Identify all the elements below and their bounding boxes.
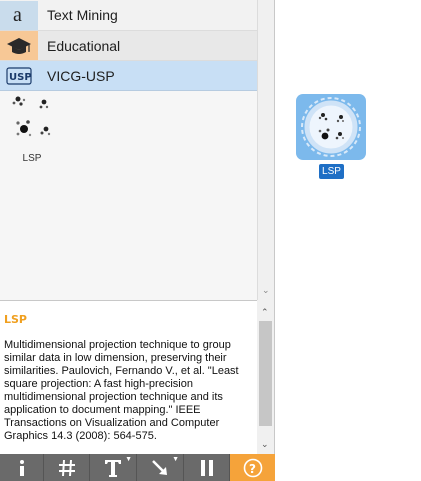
category-label: Text Mining: [47, 7, 118, 23]
arrow-icon: [152, 459, 167, 475]
category-label: VICG-USP: [47, 67, 115, 84]
pause-button[interactable]: [184, 454, 230, 481]
caret-down-icon: ▼: [172, 456, 179, 463]
widget-catalog-panel: a Text Mining Educational USP VICG-USP: [0, 0, 275, 481]
widget-list: LSP: [0, 91, 257, 300]
bottom-toolbar: ▼ ▼ ?: [0, 454, 275, 481]
chevron-up-icon[interactable]: ⌃: [261, 307, 269, 317]
usp-logo-icon: USP: [0, 61, 38, 90]
category-vicg-usp[interactable]: USP VICG-USP: [0, 61, 257, 91]
description-title: LSP: [4, 313, 27, 326]
chevron-down-icon[interactable]: ⌄: [262, 285, 270, 295]
help-icon: ?: [243, 458, 262, 477]
graduation-cap-icon: [0, 31, 38, 60]
text-annotation-button[interactable]: ▼: [90, 454, 137, 481]
widget-description: LSP Multidimensional projection techniqu…: [0, 300, 257, 454]
scrollbar-thumb[interactable]: [259, 321, 272, 426]
canvas-node-lsp[interactable]: [296, 94, 366, 160]
category-text-mining[interactable]: a Text Mining: [0, 0, 257, 31]
grid-icon: [58, 459, 75, 476]
catalog-scrollbar[interactable]: ⌄: [257, 0, 274, 300]
help-button[interactable]: ?: [230, 454, 275, 481]
widget-label: LSP: [22, 153, 42, 164]
description-scrollbar[interactable]: ⌃ ⌄: [257, 301, 274, 454]
grid-button[interactable]: [44, 454, 90, 481]
text-icon: [105, 459, 121, 477]
text-mining-a-icon: a: [0, 0, 38, 30]
info-icon: [19, 459, 24, 476]
caret-down-icon: ▼: [125, 456, 132, 463]
description-text: Multidimensional projection technique to…: [4, 339, 239, 442]
category-educational[interactable]: Educational: [0, 31, 257, 61]
info-button[interactable]: [0, 454, 44, 481]
chevron-down-icon[interactable]: ⌄: [261, 439, 269, 449]
lsp-scatter-icon: [12, 96, 51, 137]
svg-text:?: ?: [249, 462, 256, 476]
arrow-annotation-button[interactable]: ▼: [137, 454, 184, 481]
pause-icon: [200, 459, 213, 476]
canvas-node-label[interactable]: LSP: [319, 164, 344, 179]
category-label: Educational: [47, 37, 121, 54]
lsp-scatter-icon: [301, 97, 361, 157]
svg-text:a: a: [13, 4, 22, 26]
widget-lsp[interactable]: LSP: [6, 93, 58, 164]
svg-text:USP: USP: [9, 72, 32, 83]
